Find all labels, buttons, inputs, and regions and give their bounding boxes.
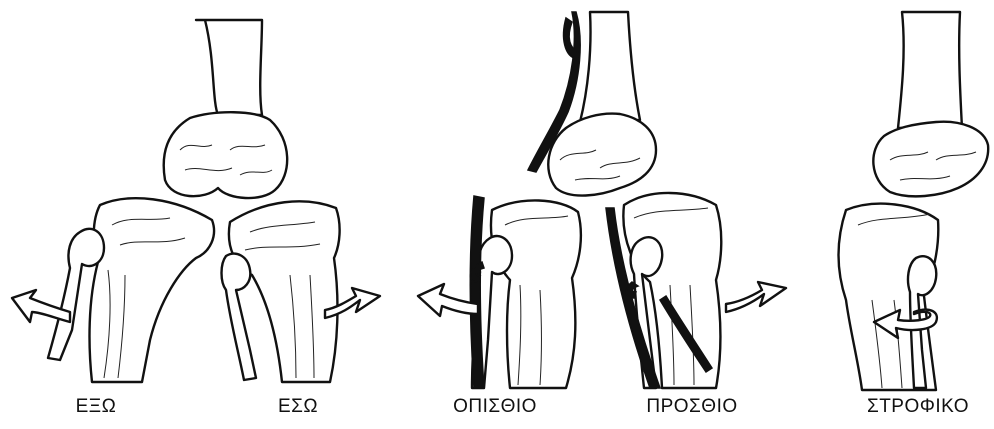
curved-arrow-left-icon: [418, 284, 478, 316]
label-valgus: ΕΣΩ: [278, 396, 318, 418]
tibia-right: [222, 201, 340, 382]
curved-arrow-right-icon: [726, 282, 786, 312]
label-posterior: ΟΠΙΣΘΙΟ: [453, 396, 537, 418]
femur-bone: [164, 20, 287, 198]
tibia-left: [48, 198, 214, 382]
label-varus: ΕΞΩ: [76, 396, 117, 418]
panel-varus-valgus: [12, 20, 380, 382]
femur-bone: [873, 12, 988, 196]
label-anterior: ΠΡΟΣΘΙΟ: [646, 396, 737, 418]
label-rotational: ΣΤΡΟΦΙΚΟ: [867, 396, 969, 418]
tibia-bone: [839, 204, 939, 390]
panel-rotational: [839, 12, 989, 390]
panel-posterior: [418, 12, 656, 388]
panel-anterior: [606, 193, 786, 388]
tibia-bone: [472, 200, 581, 388]
